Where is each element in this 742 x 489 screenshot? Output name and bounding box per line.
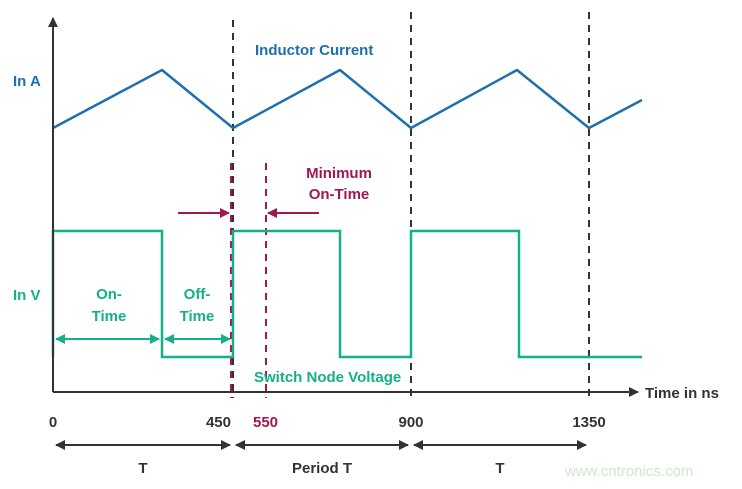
watermark: www.cntronics.com [564,463,693,480]
switch-node-voltage-label: Switch Node Voltage [254,369,401,386]
tick-label-1350: 1350 [572,414,605,431]
y-label-amps: In A [13,73,41,90]
tick-label-0: 0 [49,414,57,431]
minimum-on-time-label-line1: Minimum [306,165,372,182]
y-label-volts: In V [13,287,41,304]
minimum-on-time-label-line2: On-Time [309,186,370,203]
time-axis-label: Time in ns [645,385,719,402]
tick-label-450: 450 [206,414,231,431]
tick-label-900: 900 [398,414,423,431]
on-time-label-line2: Time [92,308,127,325]
period-right-label: T [495,460,504,477]
period-middle-label: Period T [292,460,352,477]
off-time-label-line2: Time [180,308,215,325]
inductor-current-label: Inductor Current [255,42,373,59]
switch-node-voltage-waveform [51,229,642,359]
inductor-current-waveform [52,68,643,130]
period-left-label: T [138,460,147,477]
on-time-label-line1: On- [96,286,122,303]
off-time-label-line1: Off- [184,286,211,303]
tick-label-550: 550 [253,414,278,431]
